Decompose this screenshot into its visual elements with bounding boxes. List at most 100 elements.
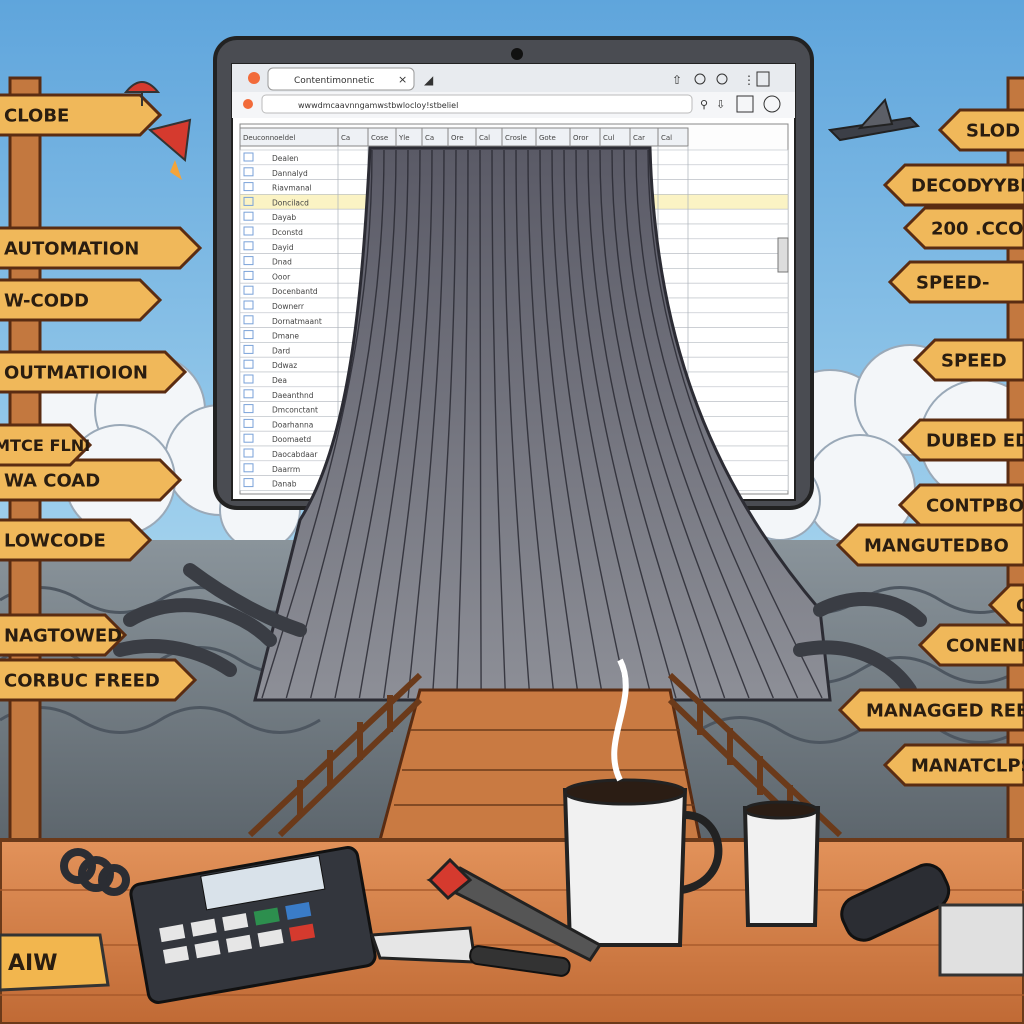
- scrollbar[interactable]: [777, 237, 789, 273]
- share-icon[interactable]: ⇧: [672, 73, 682, 87]
- book-stack: [938, 903, 1024, 977]
- row-label: Doarhanna: [272, 420, 313, 429]
- browser-logo-icon: [248, 72, 260, 84]
- flow-line: [285, 149, 385, 699]
- signpost-sign: [0, 658, 198, 702]
- tab-close-icon[interactable]: ×: [398, 73, 407, 86]
- browser-tab[interactable]: [267, 67, 415, 91]
- signpost-sign: [835, 523, 1024, 567]
- sign-label: CORBUC FREED: [4, 670, 160, 691]
- extension-icon[interactable]: [736, 95, 754, 113]
- flow-line: [527, 149, 580, 699]
- row-icon: [243, 478, 254, 488]
- sign-label: WA COAD: [4, 470, 100, 491]
- signpost-sign: [0, 278, 163, 322]
- row-label: Daeanthnd: [272, 391, 314, 400]
- flow-line: [515, 149, 555, 699]
- row-icon: [243, 418, 254, 428]
- signpost-sign: [0, 423, 93, 467]
- sign-label: O: [1016, 595, 1024, 616]
- row-label: Danab: [272, 480, 297, 489]
- row-label: Ddwaz: [272, 361, 297, 370]
- row-icon: [243, 330, 254, 340]
- flow-line: [431, 149, 457, 699]
- signpost-sign: [0, 93, 163, 137]
- flow-line: [334, 149, 409, 699]
- column-header[interactable]: [657, 127, 689, 147]
- sign-label: OUTMATIOION: [4, 362, 148, 383]
- row-label: Dayid: [272, 243, 294, 252]
- row-label: Daarrm: [272, 465, 300, 474]
- column-header-label: Car: [633, 134, 645, 142]
- sign-label: SPEED: [941, 350, 1007, 371]
- menu-icon[interactable]: ⋮: [743, 73, 755, 87]
- sign-label: CONEND: [946, 635, 1024, 656]
- flow-line: [383, 149, 433, 699]
- tab-title: Contentimonnetic: [294, 76, 375, 86]
- profile-icon[interactable]: [694, 73, 706, 85]
- signpost-sign: [902, 206, 1024, 250]
- panel-icon[interactable]: [756, 71, 770, 87]
- signpost-sign: [0, 350, 188, 394]
- row-icon: [243, 270, 254, 280]
- row-label: Dconstd: [272, 228, 303, 237]
- address-bar[interactable]: [261, 94, 693, 114]
- download-icon[interactable]: ⇩: [716, 98, 725, 111]
- sign-label: MANATCLPS: [911, 755, 1024, 776]
- sign-label: MANAGGED REBOI: [866, 700, 1024, 721]
- account-icon[interactable]: [763, 95, 781, 113]
- column-header-label: Ore: [451, 134, 464, 142]
- reload-icon[interactable]: [243, 99, 253, 109]
- row-icon: [243, 448, 254, 458]
- tentacles: [113, 563, 927, 697]
- settings-icon[interactable]: [716, 73, 728, 85]
- airplane-icon: [827, 97, 921, 142]
- pin-icon[interactable]: ⚲: [700, 98, 708, 111]
- signpost-sign: [882, 743, 1024, 787]
- sign-label: NAGTOWED: [4, 625, 122, 646]
- knife-tool: [369, 926, 571, 977]
- remote-control: [840, 863, 951, 942]
- flow-line: [358, 149, 421, 699]
- row-icon: [243, 359, 254, 369]
- signpost-sign: [917, 623, 1024, 667]
- row-label: Daocabdaar: [272, 450, 318, 459]
- calculator: [129, 846, 377, 1004]
- sign-label: 200 .CCO: [931, 218, 1023, 239]
- calculator-display: [200, 854, 326, 911]
- sign-label: SLOD: [966, 120, 1020, 141]
- row-label: Doncilacd: [272, 198, 309, 207]
- row-icon: [243, 463, 254, 473]
- new-tab-icon[interactable]: ◢: [424, 73, 434, 87]
- row-icon: [243, 404, 254, 414]
- signpost-sign: [0, 518, 153, 562]
- row-icon: [243, 285, 254, 295]
- row-icon: [243, 241, 254, 251]
- row-label: Ooor: [272, 272, 291, 281]
- wrench-tool: [426, 857, 603, 962]
- column-header-label: Cal: [479, 134, 490, 142]
- flow-line: [407, 149, 445, 699]
- row-label: Dannalyd: [272, 169, 308, 178]
- row-label: Dornatmaant: [272, 317, 322, 326]
- flow-line: [503, 149, 531, 699]
- row-label: Downerr: [272, 302, 305, 311]
- cable-coil: [60, 848, 130, 896]
- column-header-label: Ca: [425, 134, 434, 142]
- flow-line: [479, 149, 482, 699]
- column-header-label: Crosle: [505, 134, 527, 142]
- flow-line: [599, 149, 726, 699]
- toolbar-icons: ⇧ ⋮: [672, 71, 770, 87]
- column-header-label: Ca: [341, 134, 350, 142]
- row-icon: [243, 433, 254, 443]
- flow-line: [491, 149, 507, 699]
- column-header-label: Oror: [573, 134, 589, 142]
- flow-line: [587, 149, 701, 699]
- row-icon: [243, 211, 254, 221]
- signpost-sign: [897, 418, 1024, 462]
- signpost-sign: [0, 613, 128, 657]
